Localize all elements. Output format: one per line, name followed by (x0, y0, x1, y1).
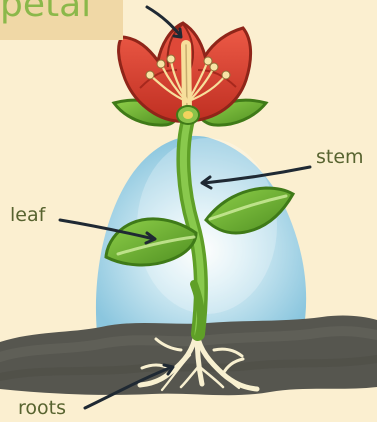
petal-label-box: petal (0, 0, 123, 40)
stem-label: stem (316, 148, 364, 167)
petal-label: petal (0, 0, 91, 23)
roots-label: roots (18, 399, 66, 418)
leaf-label: leaf (10, 206, 45, 225)
